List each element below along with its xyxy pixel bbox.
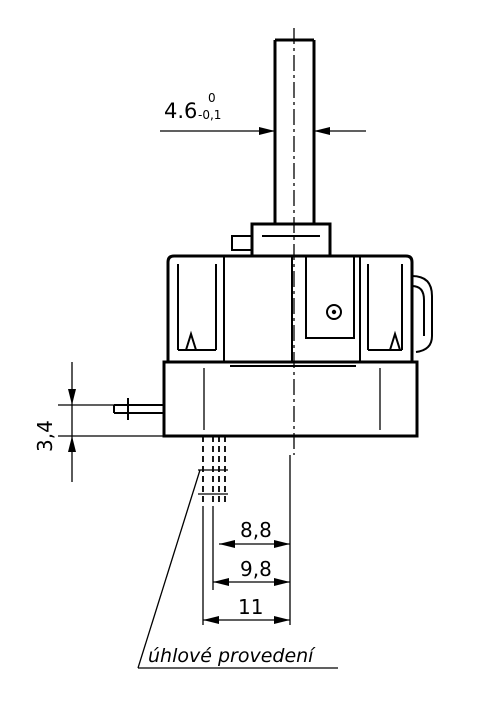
shaft-tol-upper: 0 [208, 91, 216, 105]
dim-a-value: 8,8 [240, 518, 272, 542]
angled-version-note: úhlové provedení [137, 469, 338, 669]
dim-terminal-offsets: 8,8 9,8 11 [202, 455, 291, 625]
dim-c-value: 11 [238, 595, 263, 619]
pin-height-value: 3,4 [33, 420, 57, 452]
housing-upper [166, 254, 433, 367]
dim-pin-height: 3,4 [33, 362, 164, 482]
bushing [231, 222, 332, 258]
shaft-tol-lower: -0,1 [198, 108, 221, 122]
housing-base [162, 360, 419, 438]
terminals [198, 436, 228, 506]
dim-shaft-diameter: 4.6 0 -0,1 [160, 91, 366, 135]
dim-b-value: 9,8 [240, 557, 272, 581]
side-pin [113, 398, 164, 420]
shaft-diameter-value: 4.6 [164, 99, 197, 123]
note-text: úhlové provedení [148, 645, 316, 667]
shaft [273, 28, 316, 455]
